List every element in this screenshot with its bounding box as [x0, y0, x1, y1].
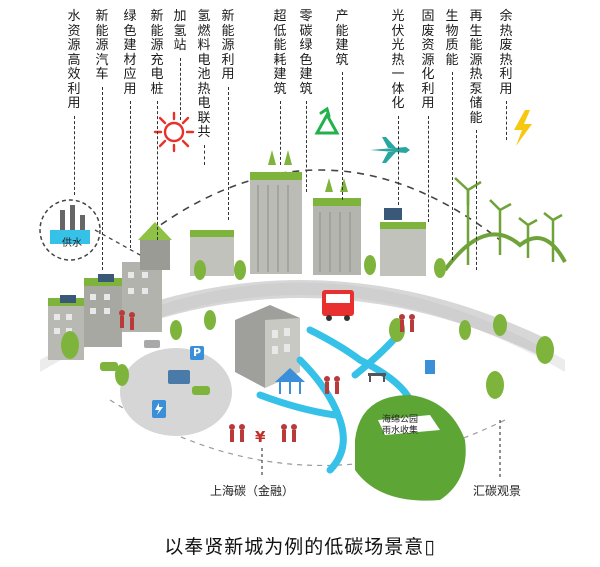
leader-line-water: [74, 115, 75, 195]
leader-line-solidwaste: [428, 115, 429, 222]
leader-line-industry: [342, 72, 343, 200]
rainwater-label: 雨水收集: [382, 426, 419, 436]
label-fuelcell: 氢燃料电池热电联共: [197, 9, 211, 140]
label-nev: 新能源汽车: [95, 9, 109, 82]
pavilion: [275, 368, 305, 394]
label-heatpump: 再生能源热泵储能: [469, 9, 483, 126]
leader-line-charging: [157, 101, 158, 240]
trees: [61, 150, 554, 399]
left-buildings: [48, 222, 172, 360]
water-channels: [256, 326, 414, 474]
parking-sign: [190, 346, 204, 360]
water-supply-label: 供水: [62, 238, 82, 249]
people: [119, 310, 415, 442]
figure-caption: 以奉贤新城为例的低碳场景意▯: [164, 536, 436, 558]
label-zerocarbon: 零碳绿色建筑: [299, 9, 313, 97]
leader-line-heatpump: [476, 130, 477, 270]
recycle-icon: [314, 106, 340, 135]
sun-icon: [153, 111, 195, 153]
sponge-park-label: 海绵公园: [382, 415, 419, 425]
leader-line-zerocarbon: [306, 101, 307, 192]
parking-label: P: [193, 346, 202, 359]
trash-bin: [425, 360, 435, 374]
leader-line-green-material: [130, 101, 131, 248]
leader-line-wasteheat: [506, 101, 507, 140]
charging-station-icon: [152, 400, 166, 418]
label-water: 水资源高效利用: [67, 9, 81, 111]
water-supply-icon: [39, 199, 101, 261]
leader-line-hydrogen: [180, 57, 181, 120]
leader-line-renewable: [228, 86, 229, 220]
label-industry: 产能建筑: [335, 9, 349, 68]
label-hydrogen: 加氢站: [173, 9, 187, 53]
yen-label: ¥: [255, 428, 266, 446]
leader-line-fuelcell: [204, 144, 205, 165]
leader-line-biomass: [452, 72, 453, 260]
central-towers: [190, 172, 426, 276]
dome-outline: [139, 169, 501, 241]
label-charging: 新能源充电桩: [150, 9, 164, 97]
label-ultralow: 超低能耗建筑: [273, 9, 287, 97]
leader-line-nev: [102, 86, 103, 270]
label-biomass: 生物质能: [445, 9, 459, 68]
cars: [100, 340, 210, 395]
lightning-icon: [514, 110, 532, 146]
label-wasteheat: 余热废热利用: [499, 9, 513, 97]
finance-label: 上海碳（金融）: [210, 484, 295, 498]
label-renewable: 新能源利用: [221, 9, 235, 82]
parking-area: [120, 348, 232, 436]
sponge-park: [355, 395, 466, 501]
leader-line-pv: [398, 115, 399, 205]
center-box-building: [235, 305, 300, 388]
carbon-sink-label: 汇碳观景: [473, 484, 522, 498]
red-bus: [322, 290, 354, 321]
label-solidwaste: 固废资源化利用: [421, 9, 435, 111]
label-pv: 光伏光热一体化: [391, 9, 405, 111]
label-green-material: 绿色建材应用: [123, 9, 137, 97]
wind-turbines: [443, 177, 567, 272]
bench: [368, 373, 386, 382]
plane-icon: [370, 137, 410, 163]
leader-line-ultralow: [280, 101, 281, 165]
